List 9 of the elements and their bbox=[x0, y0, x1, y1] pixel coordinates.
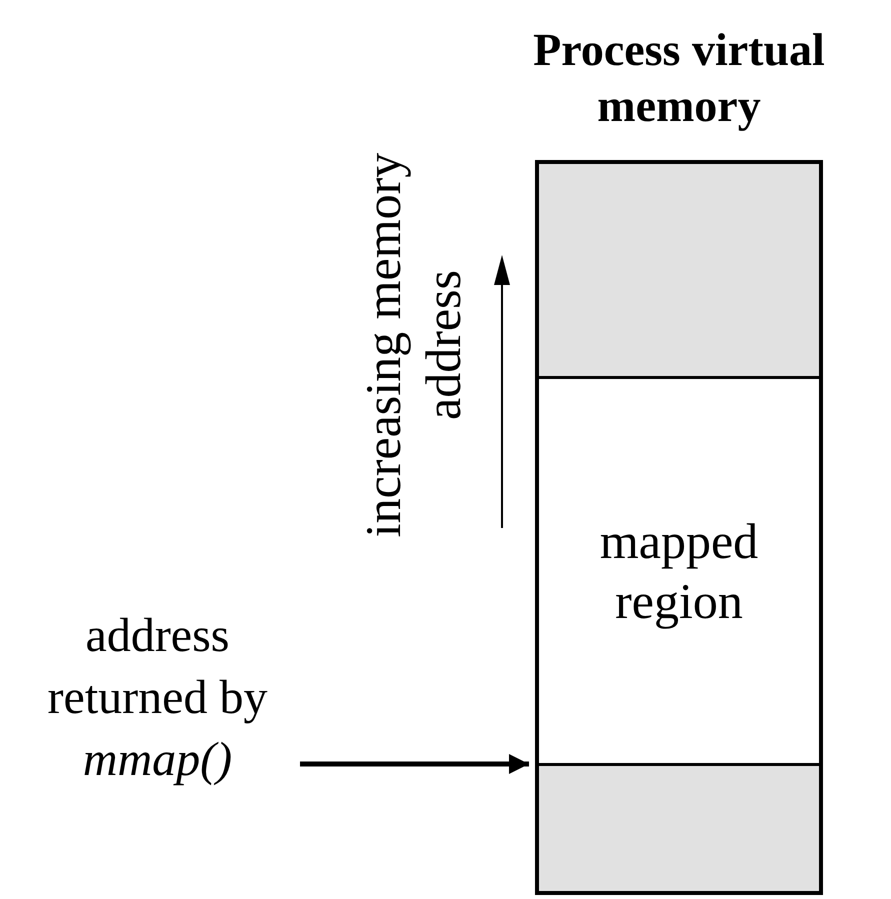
annotation-text: address returned by mmap() bbox=[15, 595, 300, 800]
axis-label: increasing memory address bbox=[354, 152, 472, 540]
memory-segment bbox=[539, 766, 819, 891]
column-heading: Process virtual memory bbox=[532, 23, 826, 133]
memory-region bbox=[539, 376, 819, 766]
memory-column bbox=[535, 160, 823, 895]
arrow bbox=[300, 754, 529, 774]
memory-segment bbox=[539, 164, 819, 376]
region-label: mapped region bbox=[598, 512, 760, 631]
